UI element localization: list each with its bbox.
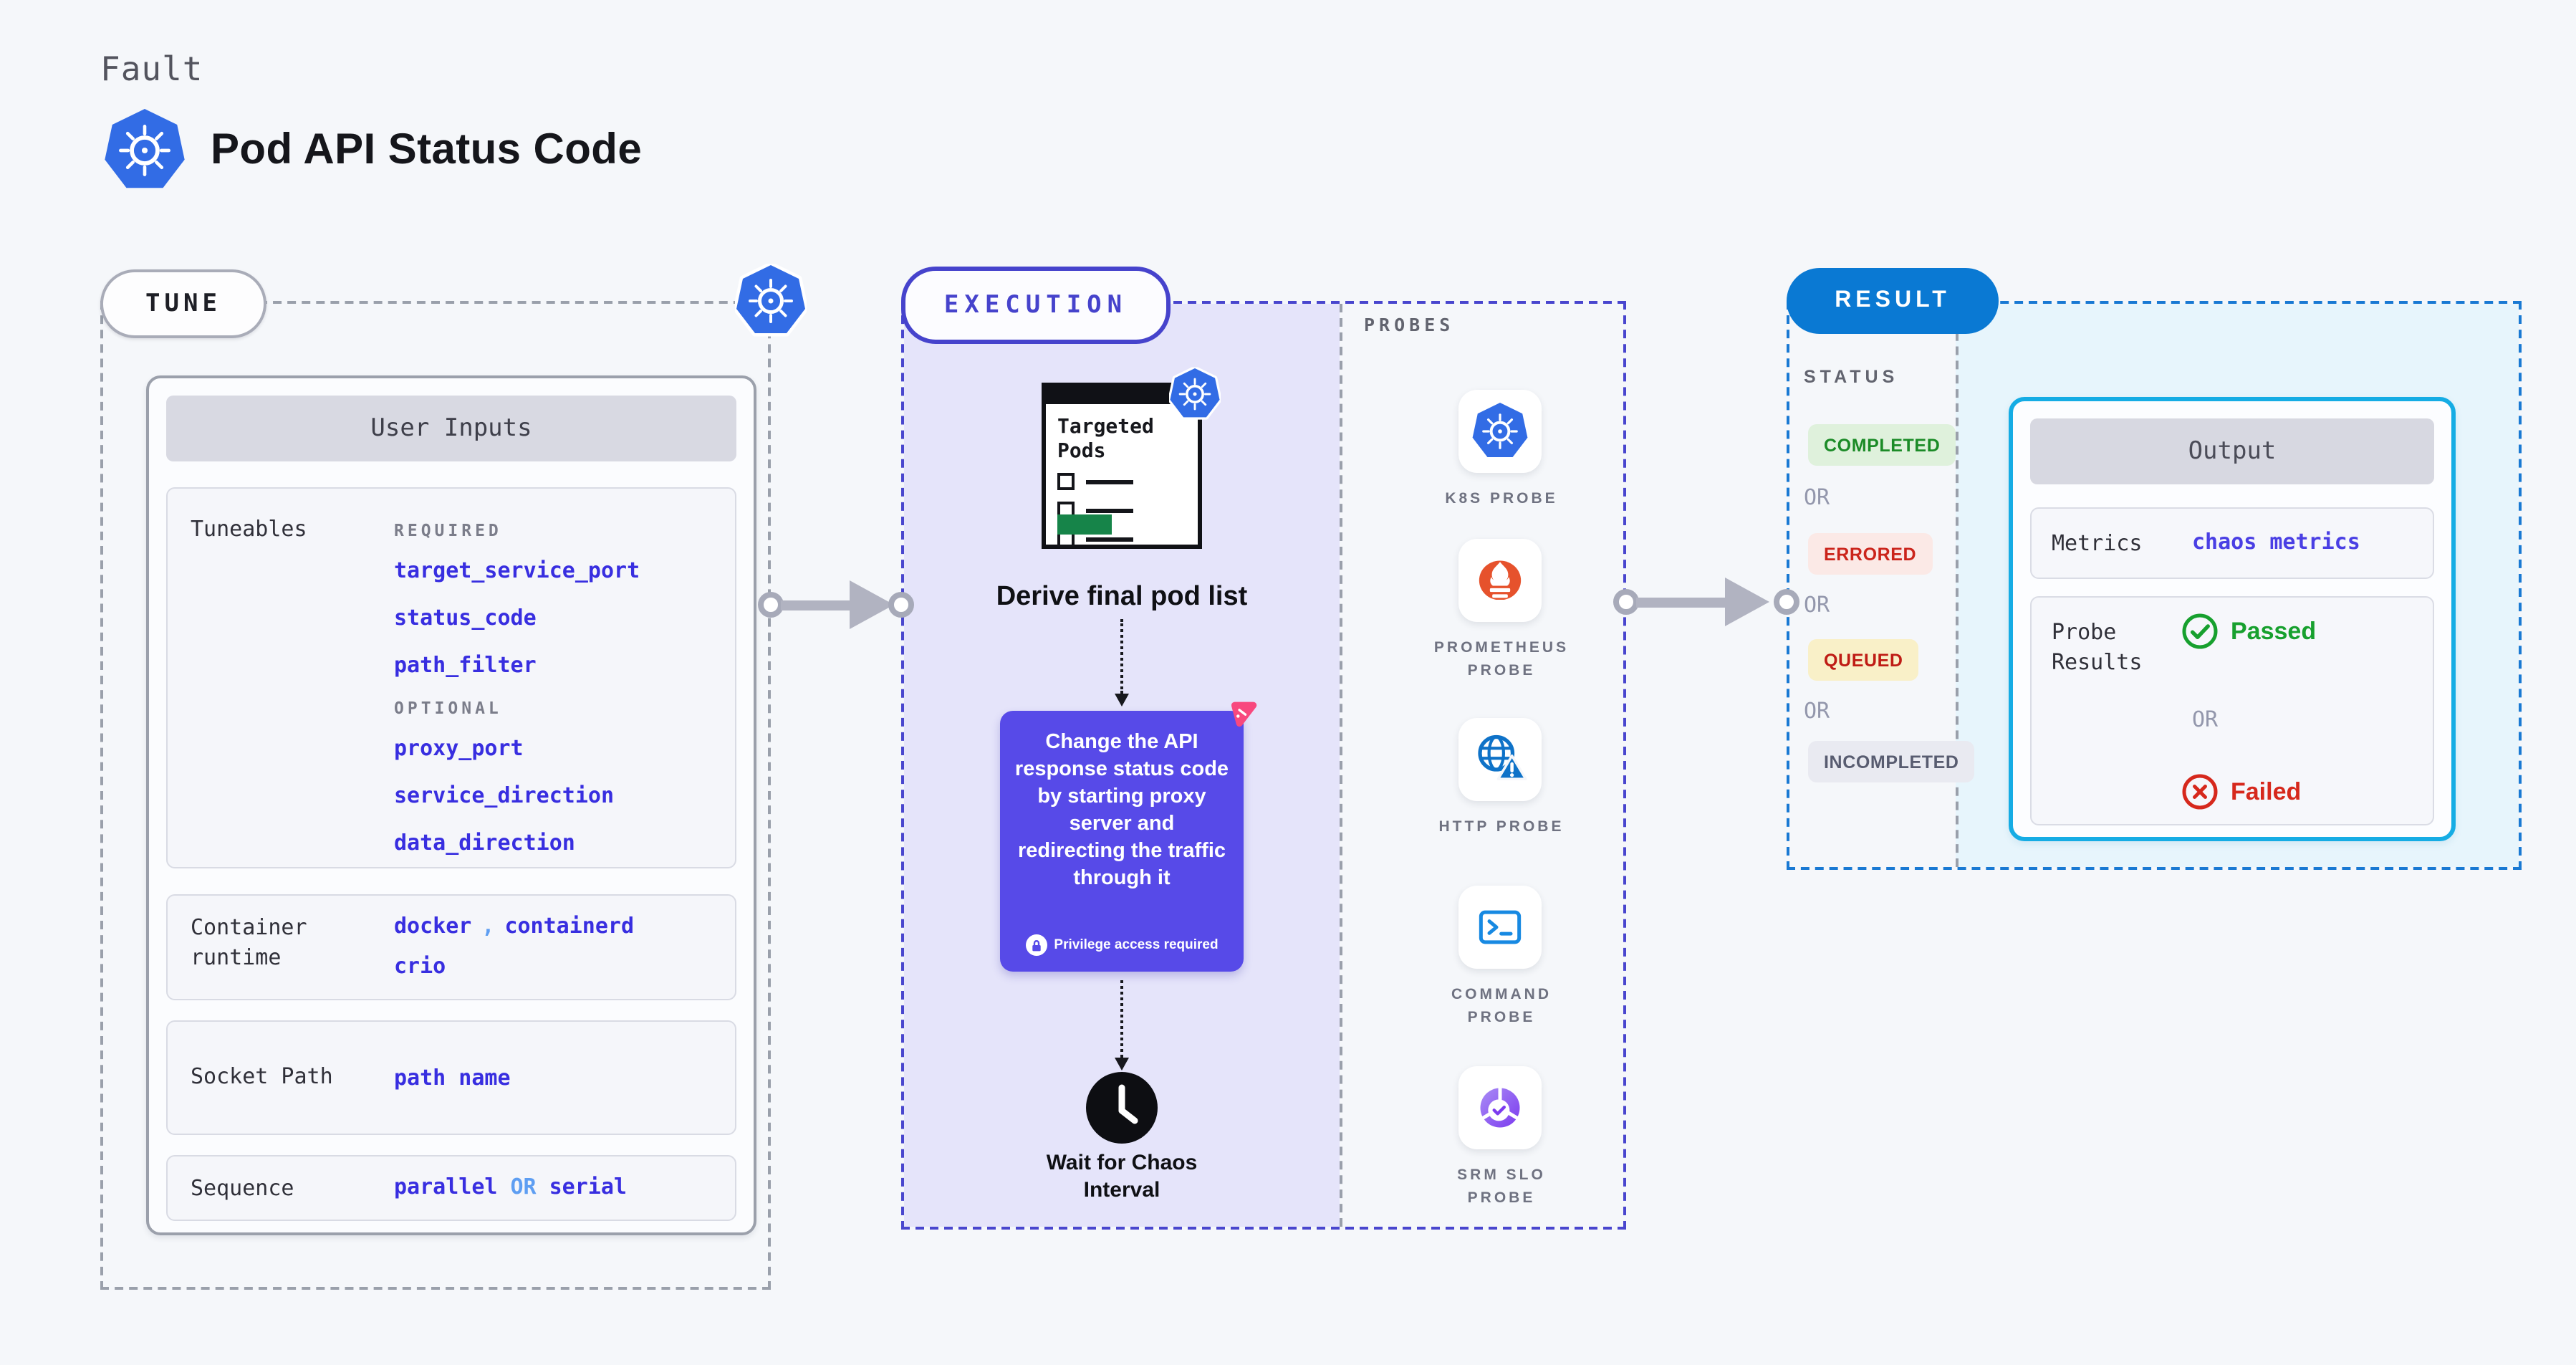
tuneable-value: target_service_port [394,557,640,583]
status-badge-queued: QUEUED [1808,639,1919,681]
probe-card-k8s [1458,390,1542,473]
tune-section [100,301,771,1290]
status-badge-errored: ERRORED [1808,533,1933,575]
targeted-pods-window: Targeted Pods [1042,383,1202,549]
user-inputs-header: User Inputs [166,396,736,461]
fault-action-card: Change the API response status code by s… [1000,701,1257,972]
probe-results-label: Probe Results [2052,619,2143,675]
result-pill: RESULT [1787,268,1999,334]
sequence-value: serial [549,1174,627,1199]
progress-bar [1057,514,1112,535]
probes-label: PROBES [1364,314,1455,335]
status-or: OR [1804,698,1830,724]
output-card: Output Metrics chaos metrics Probe Resul… [2009,397,2456,841]
sequence-value: parallel [394,1174,498,1199]
tuneables-label: Tuneables [191,516,307,542]
litmus-chaos-icon [1231,701,1257,727]
container-runtime-label: Container runtime [191,914,307,970]
output-header: Output [2030,418,2434,484]
privilege-note: Privilege access required [1000,934,1244,956]
kubernetes-icon [1471,401,1529,461]
sequence-label: Sequence [191,1175,294,1201]
tune-pill: TUNE [100,269,266,338]
user-inputs-card: User Inputs Tuneables REQUIRED target_se… [146,375,756,1235]
fault-eyebrow: Fault [100,52,203,89]
page-title: Pod API Status Code [211,126,643,173]
http-globe-warning-icon [1478,734,1527,780]
execution-to-result-arrow [1613,578,1799,626]
probe-result-passed: Passed [2181,612,2316,651]
runtime-value: docker [394,913,472,939]
prometheus-icon [1479,560,1522,603]
probe-card-http [1458,718,1542,801]
probe-label: HTTP PROBE [1438,818,1565,835]
flow-connector-arrowhead [1114,694,1128,707]
fault-action-text: Change the API response status code by s… [1014,731,1229,890]
required-label: REQUIRED [394,520,502,540]
clock-icon [1086,1072,1158,1144]
tuneable-value: path_filter [394,652,537,678]
flow-connector-arrowhead [1114,1058,1128,1071]
sequence-or: OR [510,1174,537,1199]
status-badge-completed: COMPLETED [1808,424,1956,466]
runtime-value: crio [394,953,446,979]
tune-to-execution-arrow [758,580,944,629]
status-or: OR [1804,592,1830,618]
tuneable-value: status_code [394,605,537,631]
probe-result-or: OR [2192,707,2219,732]
probes-divider [1340,304,1342,1227]
probe-card-prometheus [1458,539,1542,622]
status-label: STATUS [1804,367,1899,387]
socket-path-value: path name [394,1065,511,1091]
probe-label: PROMETHEUS PROBE [1433,639,1570,679]
runtime-separator: , [481,913,495,939]
slo-gauge-icon [1480,1086,1520,1128]
privilege-note-text: Privilege access required [1054,937,1219,953]
metrics-label: Metrics [2052,530,2143,556]
probe-label: SRM SLO PROBE [1457,1167,1546,1207]
metrics-row: Metrics chaos metrics [2030,507,2434,579]
execution-pill: EXECUTION [901,267,1171,344]
probe-card-command [1458,886,1542,969]
runtime-value: containerd [504,913,635,939]
status-or: OR [1804,484,1830,510]
x-circle-icon [2182,774,2218,810]
kubernetes-icon [1169,367,1221,421]
checkbox-icon [1057,473,1075,490]
flow-connector [1120,619,1123,694]
targeted-pods-title: Targeted Pods [1057,416,1154,463]
tuneable-value: proxy_port [394,735,524,761]
kubernetes-icon [103,106,186,195]
probe-results-row: Probe Results Passed OR Failed [2030,596,2434,825]
probe-label: K8S PROBE [1445,490,1558,507]
probe-result-failed: Failed [2181,772,2301,811]
kubernetes-icon [735,264,807,338]
tuneable-value: data_direction [394,830,575,856]
tuneable-value: service_direction [394,782,615,808]
flow-connector [1120,980,1123,1058]
optional-label: OPTIONAL [394,698,502,718]
failed-text: Failed [2231,777,2302,805]
status-badge-incompleted: INCOMPLETED [1808,741,1975,782]
probe-label: COMMAND PROBE [1451,986,1552,1026]
tuneables-row: Tuneables REQUIRED target_service_port s… [166,487,736,868]
lock-icon [1025,934,1047,956]
passed-text: Passed [2231,617,2317,644]
wait-chaos-interval-label: Wait for Chaos Interval [1046,1151,1198,1202]
metrics-value: chaos metrics [2192,529,2360,555]
probe-card-srm-slo [1458,1066,1542,1149]
container-runtime-row: Container runtime docker , containerd cr… [166,894,736,1000]
sequence-row: Sequence parallel OR serial [166,1155,736,1221]
socket-path-row: Socket Path path name [166,1020,736,1135]
check-circle-icon [2182,613,2218,649]
socket-path-label: Socket Path [191,1063,333,1089]
terminal-icon [1479,910,1522,944]
derive-pod-list-label: Derive final pod list [996,582,1248,612]
